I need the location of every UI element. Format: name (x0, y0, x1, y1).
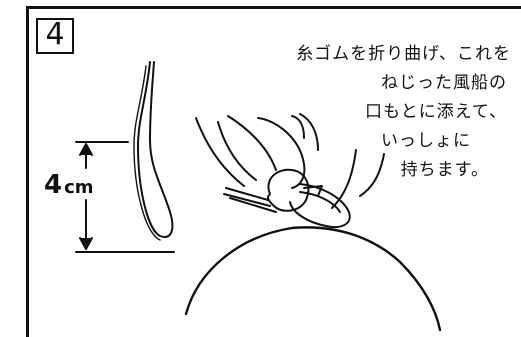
measurement-unit: cm (64, 177, 94, 198)
caption-line-5: 持ちます。 (400, 160, 489, 180)
measurement-value: 4 (44, 170, 63, 200)
twisted-balloon-neck (223, 168, 351, 228)
dimension-marker (75, 141, 175, 253)
instruction-panel (26, 6, 521, 337)
caption-line-3: 口もとに添えて、 (365, 102, 507, 122)
step-number-box: 4 (36, 18, 74, 54)
step-number: 4 (45, 17, 65, 52)
hand (195, 113, 385, 209)
caption-line-1: 糸ゴムを折り曲げ、これを (296, 44, 511, 64)
caption-line-2: ねじった風船の (381, 73, 507, 93)
folded-rubber-band (133, 61, 174, 241)
balloon-body (184, 226, 442, 332)
caption-line-4: いっしょに (381, 131, 471, 151)
instruction-caption: 糸ゴムを折り曲げ、これを ねじった風船の 口もとに添えて、 いっしょに 持ちます… (211, 40, 511, 185)
